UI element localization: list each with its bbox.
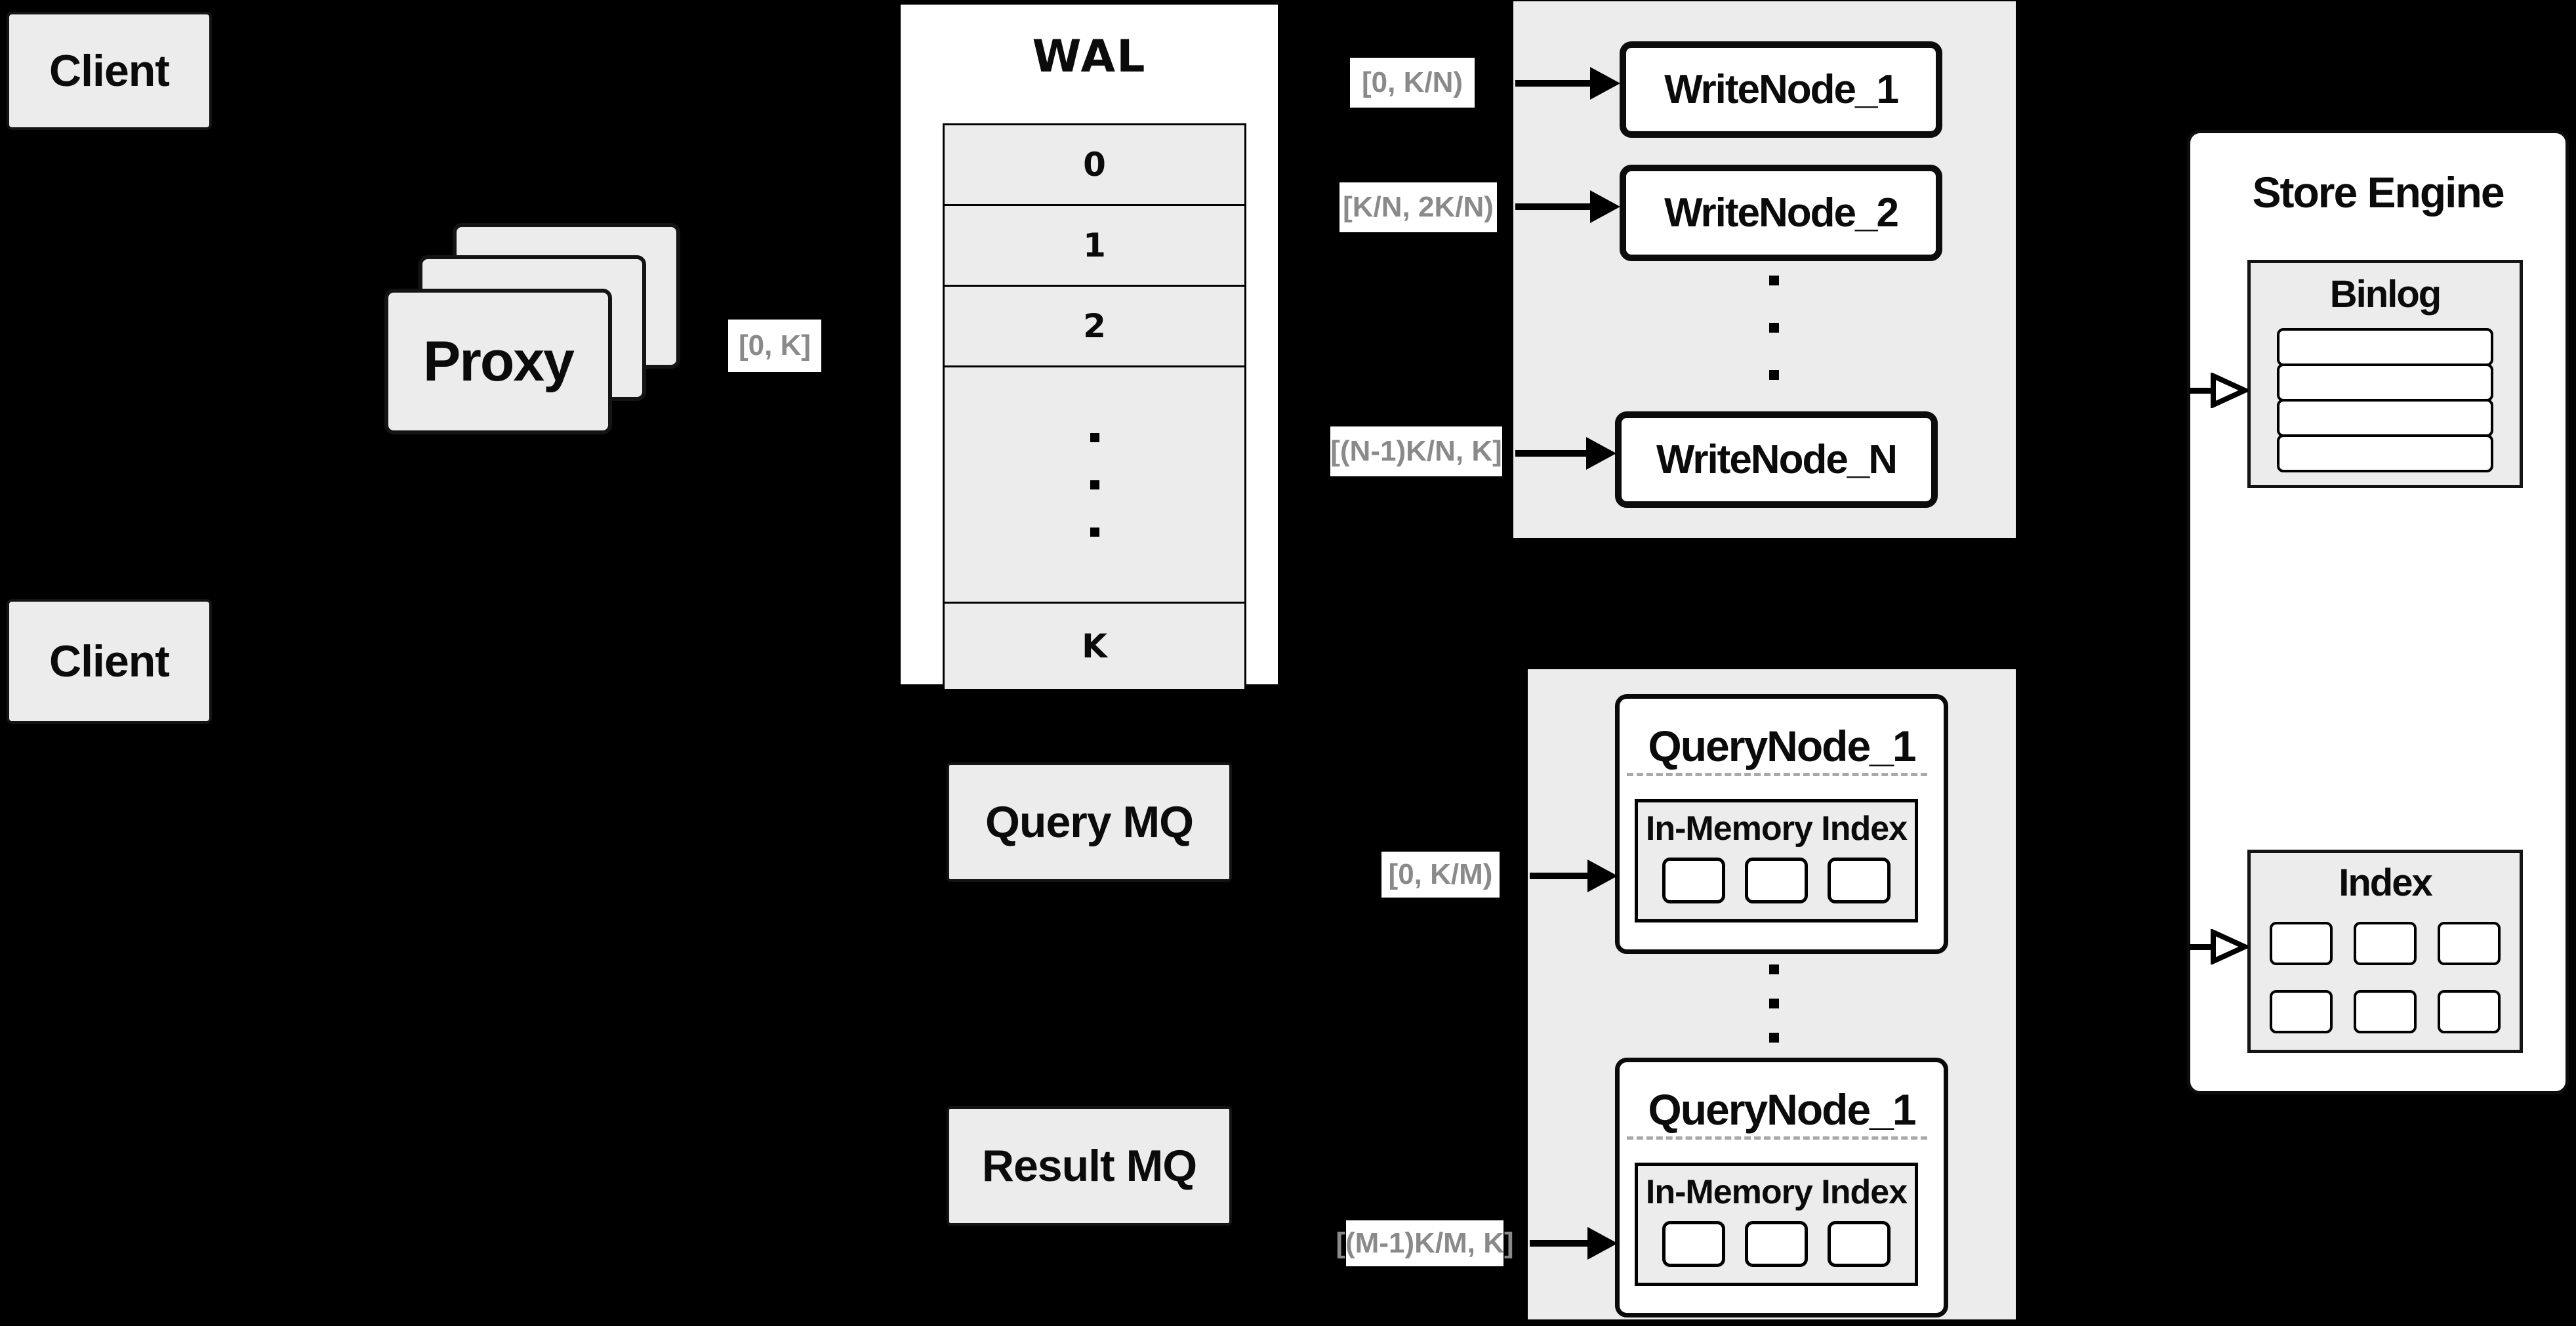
query-mq-box: Query MQ bbox=[947, 762, 1232, 882]
range-label-writenode-2: [K/N, 2K/N) bbox=[1339, 182, 1497, 232]
result-mq-label: Result MQ bbox=[981, 1141, 1197, 1191]
hollow-arrow-right-icon bbox=[2211, 373, 2248, 408]
in-memory-index-bottom-box: In-Memory Index bbox=[1635, 1163, 1918, 1286]
binlog-row bbox=[2277, 399, 2493, 437]
memory-segment-cell bbox=[1662, 1221, 1725, 1267]
range-label-querynode-top: [0, K/M) bbox=[1381, 852, 1500, 898]
writenode-n-label: WriteNode_N bbox=[1656, 437, 1898, 482]
ellipsis-dot bbox=[1769, 964, 1779, 974]
client-top-label: Client bbox=[49, 46, 170, 96]
binlog-title: Binlog bbox=[2329, 273, 2442, 316]
memory-segment-cell bbox=[1828, 858, 1891, 903]
binlog-box: Binlog bbox=[2247, 260, 2523, 488]
in-memory-index-top-box: In-Memory Index bbox=[1635, 799, 1918, 922]
memory-segment-cell bbox=[1828, 1221, 1891, 1267]
index-cell bbox=[2354, 922, 2417, 965]
range-label-querynode-bottom: [(M-1)K/M, K] bbox=[1336, 1220, 1514, 1266]
arrow-to-writenode-2 bbox=[1515, 203, 1593, 210]
range-label-writenode-1: [0, K/N) bbox=[1350, 58, 1475, 108]
ellipsis-dot bbox=[1769, 370, 1779, 380]
wal-log-table: 0 1 2 K bbox=[943, 123, 1246, 691]
index-box: Index bbox=[2247, 850, 2523, 1053]
index-title: Index bbox=[2339, 861, 2433, 904]
proxy-card-front: Proxy bbox=[384, 289, 612, 434]
arrow-right-icon bbox=[1587, 860, 1618, 892]
wal-row-0: 0 bbox=[1083, 146, 1106, 184]
in-memory-index-top-title: In-Memory Index bbox=[1645, 810, 1908, 848]
ellipsis-dot bbox=[1769, 323, 1779, 333]
index-cell bbox=[2354, 990, 2417, 1033]
memory-segments bbox=[1638, 858, 1915, 903]
arrow-to-binlog bbox=[2189, 388, 2213, 394]
arrow-right-icon bbox=[1590, 190, 1620, 223]
arrow-right-icon bbox=[1587, 1227, 1618, 1260]
binlog-row bbox=[2277, 363, 2493, 402]
arrow-right-icon bbox=[1590, 67, 1620, 100]
binlog-row bbox=[2277, 328, 2493, 366]
arrow-to-querynode-top bbox=[1530, 873, 1590, 879]
ellipsis-dot bbox=[1090, 527, 1099, 537]
ellipsis-dot bbox=[1769, 999, 1779, 1008]
arrow-to-writenode-n bbox=[1515, 450, 1589, 457]
wal-row-2: 2 bbox=[945, 285, 1244, 365]
dashed-divider bbox=[1627, 773, 1927, 776]
writenode-1-label: WriteNode_1 bbox=[1664, 67, 1899, 112]
arrow-to-index bbox=[2189, 944, 2213, 950]
index-cell bbox=[2270, 922, 2333, 965]
memory-segment-cell bbox=[1662, 858, 1725, 903]
ellipsis-dot bbox=[1090, 432, 1099, 442]
wal-row-k: K bbox=[945, 602, 1244, 689]
writenode-2-label: WriteNode_2 bbox=[1664, 190, 1899, 236]
hollow-arrow-right-icon bbox=[2211, 929, 2248, 964]
client-top-box: Client bbox=[7, 12, 212, 130]
in-memory-index-bottom-title: In-Memory Index bbox=[1645, 1173, 1908, 1211]
client-bottom-label: Client bbox=[49, 636, 170, 686]
querynode-top-title: QueryNode_1 bbox=[1648, 722, 1916, 770]
memory-segment-cell bbox=[1745, 858, 1808, 903]
range-label-proxy-to-wal: [0, K] bbox=[728, 320, 821, 372]
index-cell bbox=[2438, 990, 2501, 1033]
arrow-right-icon bbox=[1586, 437, 1616, 470]
binlog-rows bbox=[2277, 328, 2493, 472]
memory-segment-cell bbox=[1745, 1221, 1808, 1267]
range-label-writenode-n: [(N-1)K/N, K] bbox=[1330, 426, 1502, 476]
wal-row-1: 1 bbox=[945, 204, 1244, 285]
proxy-label: Proxy bbox=[422, 329, 575, 393]
ellipsis-dot bbox=[1769, 276, 1779, 285]
writenode-2-box: WriteNode_2 bbox=[1620, 165, 1942, 261]
arrow-to-writenode-1 bbox=[1515, 80, 1593, 87]
result-mq-box: Result MQ bbox=[947, 1106, 1232, 1226]
index-cells bbox=[2251, 922, 2520, 1033]
index-cell bbox=[2270, 990, 2333, 1033]
dashed-divider bbox=[1627, 1136, 1927, 1140]
writenode-n-box: WriteNode_N bbox=[1615, 411, 1938, 508]
client-bottom-box: Client bbox=[7, 599, 212, 724]
wal-ellipsis-row bbox=[945, 365, 1244, 602]
ellipsis-dot bbox=[1090, 480, 1099, 489]
ellipsis-dot bbox=[1769, 1033, 1779, 1043]
writenode-1-box: WriteNode_1 bbox=[1620, 41, 1942, 138]
wal-title: WAL bbox=[1032, 31, 1147, 83]
index-cell bbox=[2438, 922, 2501, 965]
querynode-bottom-title: QueryNode_1 bbox=[1648, 1085, 1916, 1134]
binlog-row bbox=[2277, 434, 2493, 472]
memory-segments bbox=[1638, 1221, 1915, 1267]
query-mq-label: Query MQ bbox=[985, 797, 1194, 847]
store-engine-title: Store Engine bbox=[2252, 168, 2504, 217]
arrow-to-querynode-bottom bbox=[1530, 1240, 1590, 1247]
